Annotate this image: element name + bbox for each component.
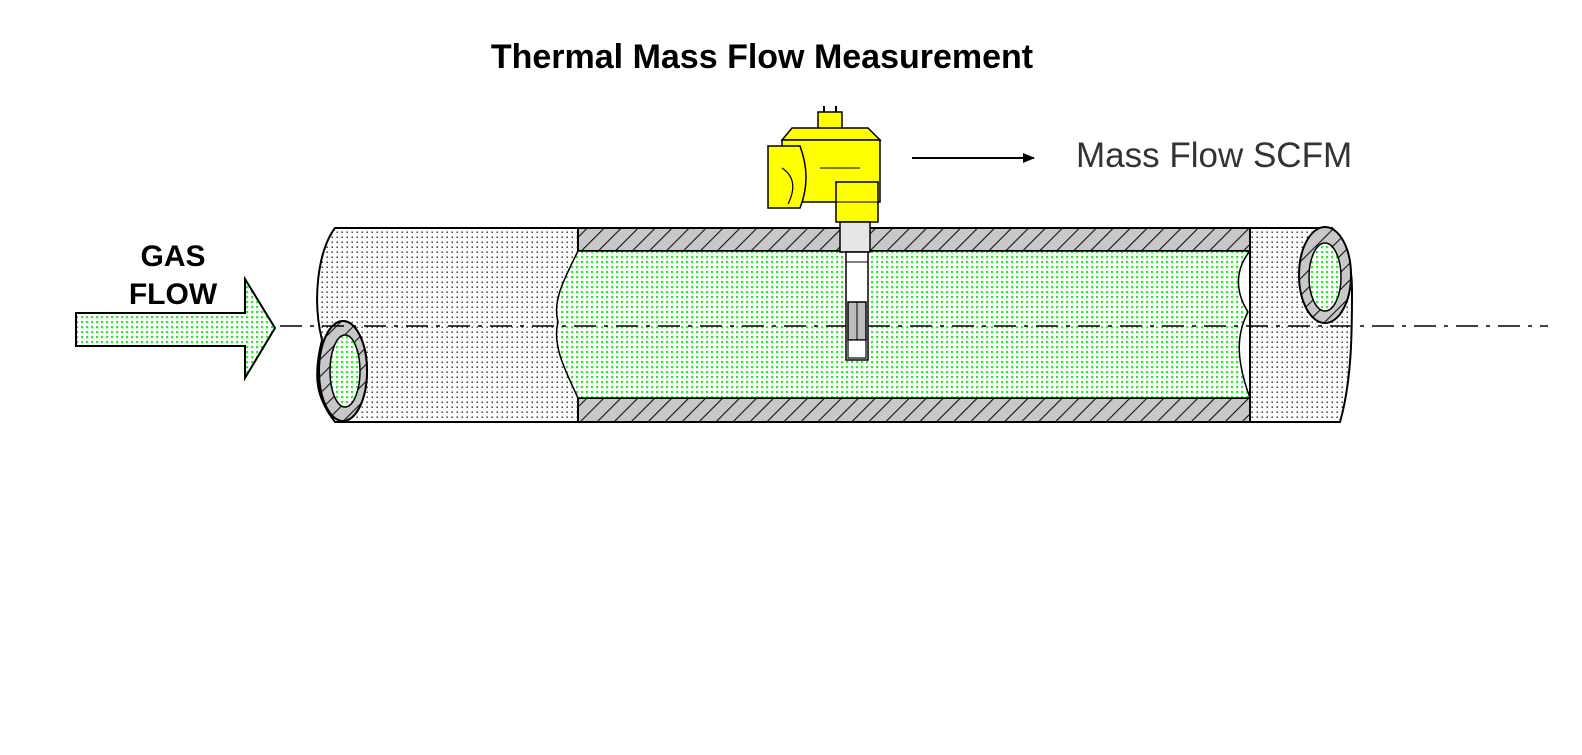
- thermal-flow-transmitter-icon: [767, 106, 882, 361]
- flow-label: FLOW: [129, 278, 218, 311]
- gas-label: GAS: [140, 240, 205, 273]
- diagram-title: Thermal Mass Flow Measurement: [491, 38, 1033, 76]
- pipe-outlet-opening: [1308, 242, 1342, 312]
- pipe-bottom-wall: [577, 397, 1251, 423]
- gas-flow-arrow-icon: [75, 275, 277, 382]
- pipe: [316, 226, 1354, 423]
- output-label: Mass Flow SCFM: [1076, 136, 1352, 175]
- pipe-gas-interior: [555, 250, 1252, 399]
- pipe-left-section: [316, 227, 579, 423]
- pipe-inlet-opening: [329, 334, 361, 408]
- pipe-top-wall: [577, 227, 1251, 252]
